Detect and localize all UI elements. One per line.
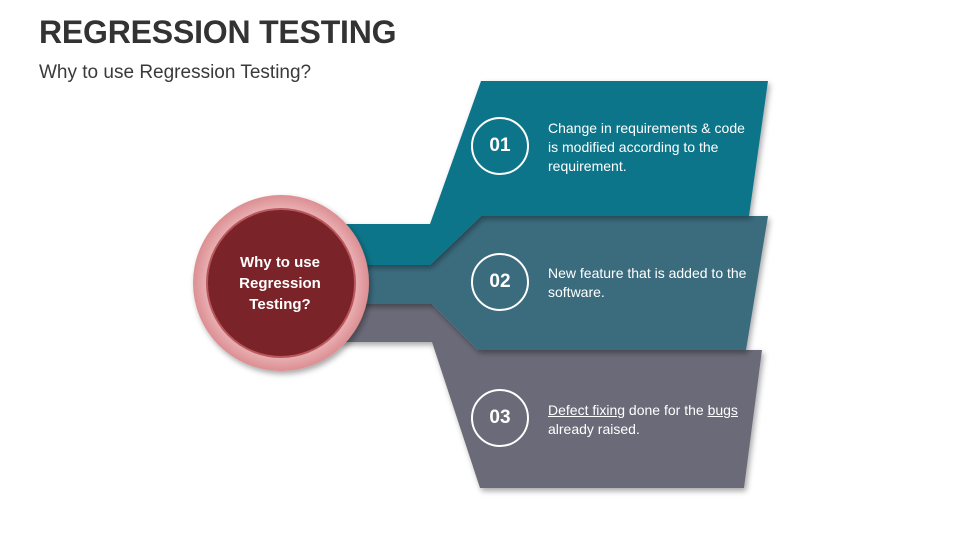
step-3-number: 03 [489, 407, 511, 428]
step-3-text-part-2: done for the [625, 402, 708, 418]
step-3-text-underlined-bugs: bugs [707, 402, 738, 418]
hub-label: Why to use Regression Testing? [239, 254, 321, 313]
step-1-number-ring [471, 117, 529, 175]
step-1-ribbon [345, 81, 768, 265]
step-2-ribbon [350, 216, 768, 350]
step-2-number: 02 [489, 271, 511, 292]
step-2-text: New feature that is added to the softwar… [548, 265, 747, 300]
step-1-text: Change in requirements & code is modifie… [548, 120, 745, 174]
step-3-text-underlined-defect-fixing: Defect fixing [548, 402, 626, 418]
hub-inner-circle [206, 208, 356, 358]
step-1-number: 01 [489, 135, 511, 156]
step-3-text-part-4: already raised. [548, 421, 640, 437]
step-3-text: Defect fixing done for the bugs already … [548, 401, 758, 439]
step-2-number-ring [471, 253, 529, 311]
step-3-number-ring [471, 389, 529, 447]
slide-title: REGRESSION TESTING [39, 14, 397, 50]
slide-subtitle: Why to use Regression Testing? [39, 62, 312, 83]
